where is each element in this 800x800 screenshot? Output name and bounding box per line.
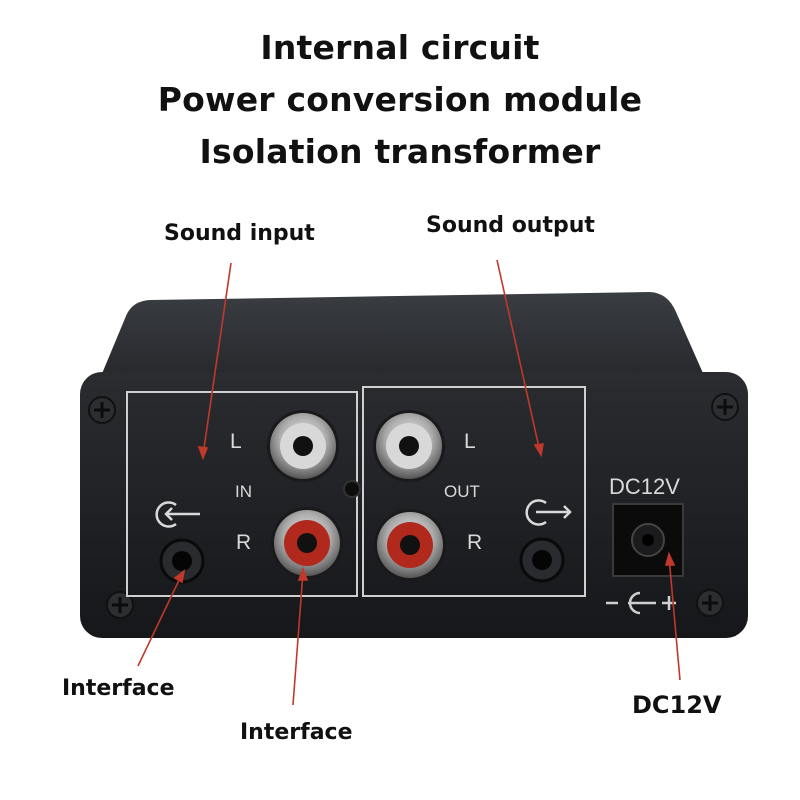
panel-in-left-L: L [230,430,242,453]
title-line-2: Power conversion module [157,80,643,119]
rca-out-right-red-icon [374,509,446,581]
arrow-sound-input [202,262,232,456]
center-screw-icon [343,480,361,498]
device-front-panel [80,372,748,638]
rca-in-left-white-icon [267,410,339,482]
panel-in-right-R: R [236,531,252,554]
screw-bottom-right-icon [696,589,724,617]
label-sound-output: Sound output [426,213,595,238]
screw-top-right-icon [711,393,739,421]
arrow-dc [668,556,681,681]
output-section-frame [362,386,586,597]
input-arrow-icon [155,501,200,528]
panel-out-left-L: L [464,430,476,453]
arrow-interface-center [292,571,304,706]
label-dc12v: DC12V [632,691,722,719]
label-sound-input: Sound input [164,221,315,246]
label-interface-center: Interface [240,720,353,745]
panel-dc-label: DC12V [609,474,680,499]
title-line-3: Isolation transformer [199,132,601,171]
label-interface-left: Interface [62,676,175,701]
screw-top-left-icon [88,396,116,424]
panel-in-label: IN [235,482,252,501]
device-top [96,292,706,388]
panel-out-label: OUT [444,482,480,501]
rca-in-right-red-icon [271,507,343,579]
screw-bottom-left-icon [106,591,134,619]
aux-jack-in-icon [159,538,205,584]
output-arrow-icon [525,499,572,526]
arrow-sound-output [496,259,541,453]
title-line-1: Internal circuit [260,28,540,67]
arrow-interface-left [137,573,183,667]
panel-out-right-R: R [467,531,483,554]
rca-out-left-white-icon [373,410,445,482]
aux-jack-out-icon [519,537,565,583]
